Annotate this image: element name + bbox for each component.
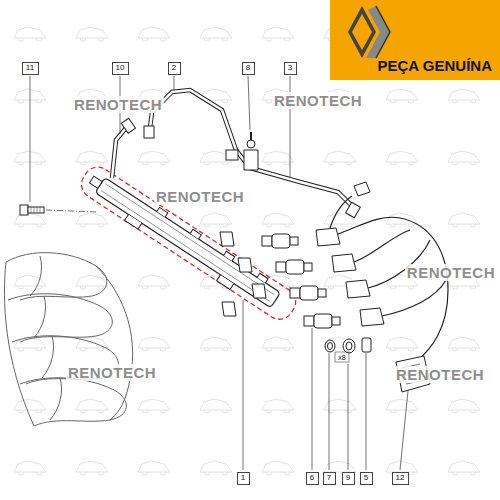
watermark: RENOTECH — [405, 264, 497, 281]
o-ring — [325, 338, 371, 362]
callout-number: 5 — [360, 472, 373, 485]
callout-text: 11 — [25, 64, 36, 72]
callout-text: 10 — [115, 64, 126, 72]
watermark: RENOTECH — [272, 92, 364, 109]
fuel-rail — [76, 162, 301, 325]
callout-number: 3 — [284, 62, 297, 75]
callout-number: 12 — [392, 472, 409, 485]
injector — [262, 234, 340, 328]
callout-text: 3 — [287, 64, 294, 72]
callout-text: 5 — [363, 474, 370, 482]
callout-number: 11 — [22, 62, 39, 75]
watermark: RENOTECH — [72, 96, 164, 113]
watermark: RENOTECH — [394, 366, 486, 383]
callout-number: 6 — [306, 472, 319, 485]
injector-connector — [316, 228, 384, 326]
banner-text: PEÇA GENUÍNA — [378, 57, 492, 74]
callout-text: 2 — [171, 64, 178, 72]
leader-line — [30, 76, 408, 470]
callout-text: 8 — [245, 64, 252, 72]
callout-number: 7 — [323, 472, 336, 485]
callout-text: 12 — [395, 474, 406, 482]
genuine-part-banner: PEÇA GENUÍNA — [330, 0, 500, 80]
callout-number: 9 — [342, 472, 355, 485]
watermark: RENOTECH — [154, 188, 246, 205]
callout-number: 8 — [242, 62, 255, 75]
intake-manifold — [4, 253, 132, 426]
callout-text: 6 — [309, 474, 316, 482]
callout-number: 10 — [112, 62, 129, 75]
bolt — [20, 205, 98, 215]
watermark: RENOTECH — [66, 364, 158, 381]
callout-number: 1 — [237, 472, 250, 485]
callout-text: 9 — [345, 474, 352, 482]
callout-text: 7 — [326, 474, 333, 482]
pipe-clip — [244, 132, 258, 170]
callout-text: 1 — [240, 474, 247, 482]
quantity-label: x8 — [337, 354, 346, 361]
callout-number: 2 — [168, 62, 181, 75]
